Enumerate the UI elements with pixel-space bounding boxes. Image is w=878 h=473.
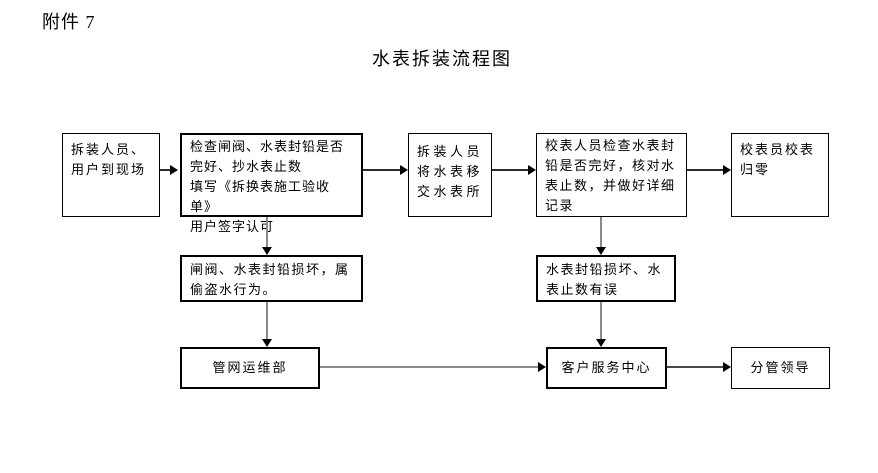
flow-node-pipeline-dept: 管网运维部: [180, 347, 320, 389]
flow-node-reset-meter: 校表员校表 归零: [731, 133, 829, 217]
arrow-verify-to-damage-error: [596, 217, 606, 255]
arrow-head-icon: [262, 247, 272, 255]
attachment-label: 附件 7: [42, 12, 96, 32]
arrow-head-icon: [262, 339, 272, 347]
arrow-pipeline-to-service: [320, 362, 546, 372]
page-title: 水表拆装流程图: [372, 49, 512, 69]
flow-node-damage-error: 水表封铅损坏、水 表止数有误: [536, 255, 676, 302]
arrow-head-icon: [528, 165, 536, 175]
arrow-check-to-transfer: [363, 165, 408, 175]
flow-node-transfer-meter: 拆装人员 将水表移 交水表所: [408, 133, 492, 217]
arrow-damage-theft-to-pipeline: [262, 302, 272, 347]
flow-node-service-center: 客户服务中心: [546, 347, 667, 389]
arrow-head-icon: [400, 165, 408, 175]
flow-node-check-seal: 检查闸阀、水表封铅是否 完好、抄水表止数 填写《拆换表施工验收单》 用户签字认可: [180, 133, 363, 234]
arrow-transfer-to-verify: [492, 165, 536, 175]
arrow-stem: [600, 302, 602, 340]
flow-node-leader: 分管领导: [731, 347, 830, 389]
arrow-stem: [266, 302, 268, 340]
arrow-stem: [667, 366, 724, 368]
arrow-head-icon: [170, 165, 178, 175]
arrow-stem: [687, 169, 724, 171]
arrow-head-icon: [596, 339, 606, 347]
arrow-stem: [600, 217, 602, 248]
arrow-stem: [492, 169, 529, 171]
arrow-verify-to-reset: [687, 165, 731, 175]
arrow-stem: [320, 366, 539, 368]
arrow-service-to-leader: [667, 362, 731, 372]
flow-node-arrive-site: 拆装人员、 用户到现场: [62, 133, 160, 217]
arrow-stem: [160, 169, 171, 171]
flow-node-damage-theft: 闸阀、水表封铅损坏，属 偷盗水行为。: [180, 255, 363, 302]
arrow-head-icon: [596, 247, 606, 255]
arrow-check-to-damage-theft: [262, 217, 272, 255]
arrow-damage-error-to-service: [596, 302, 606, 347]
arrow-stem: [266, 217, 268, 248]
arrow-head-icon: [538, 362, 546, 372]
arrow-stem: [363, 169, 401, 171]
arrow-arrive-to-check: [160, 165, 178, 175]
arrow-head-icon: [723, 362, 731, 372]
arrow-head-icon: [723, 165, 731, 175]
flow-node-verify-record: 校表人员检查水表封 铅是否完好，核对水 表止数，并做好详细 记录: [536, 133, 687, 217]
